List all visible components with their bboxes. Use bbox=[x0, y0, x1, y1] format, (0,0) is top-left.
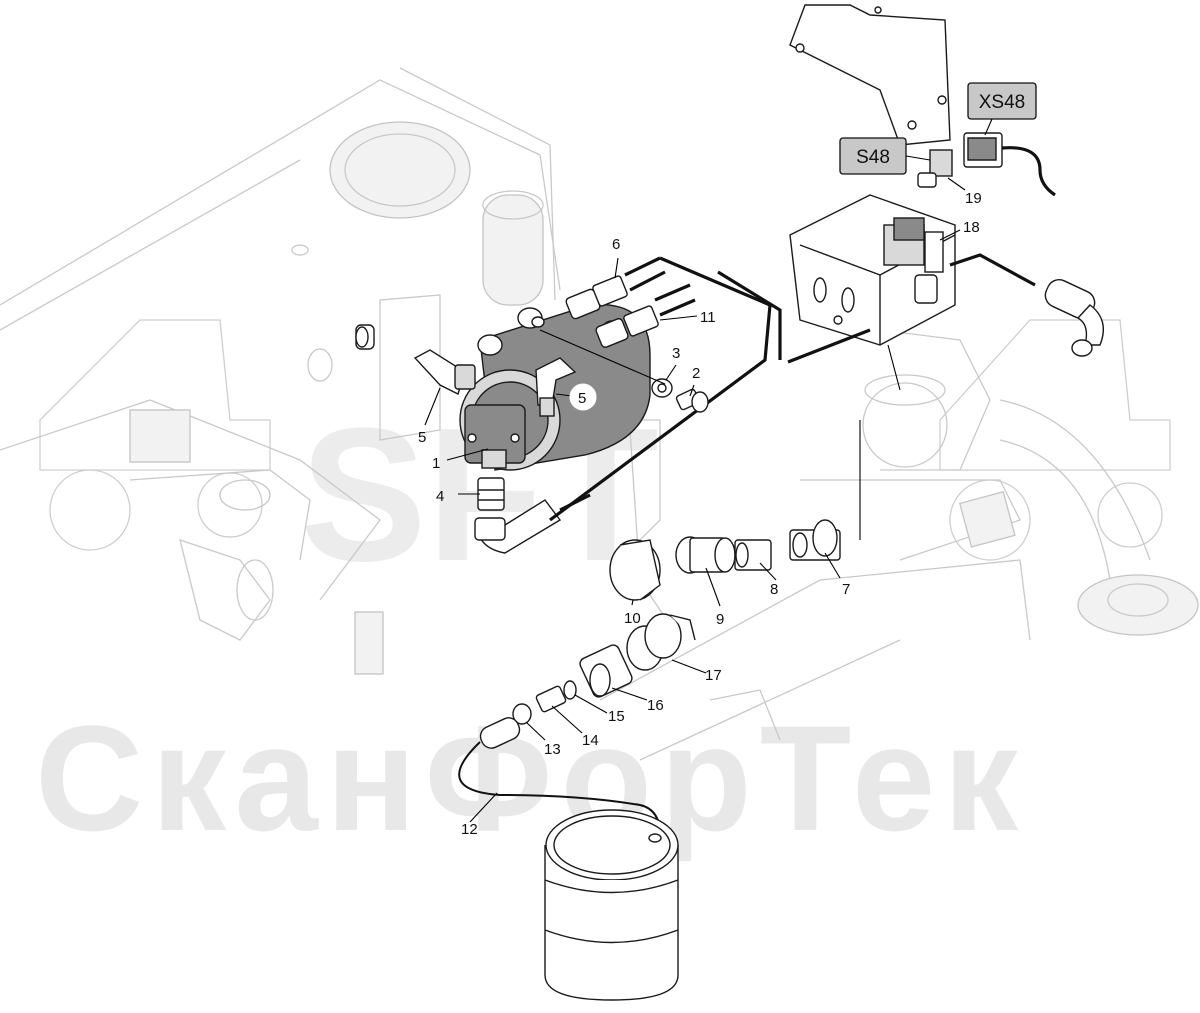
chassis-frame bbox=[0, 67, 1199, 761]
switch-tag-s48-text: S48 bbox=[856, 147, 890, 168]
callout-numbers: 1 2 3 4 5 5 6 7 8 9 10 11 12 13 14 15 16… bbox=[418, 190, 982, 838]
callout-1: 1 bbox=[432, 455, 440, 472]
washer-3 bbox=[651, 378, 673, 398]
callout-5-left: 5 bbox=[418, 429, 426, 446]
callout-10: 10 bbox=[624, 610, 641, 627]
quick-coupler-9 bbox=[675, 536, 736, 574]
hose-6 bbox=[565, 256, 666, 320]
relay-block bbox=[883, 217, 944, 304]
callout-11: 11 bbox=[700, 309, 716, 326]
callout-3: 3 bbox=[672, 345, 680, 362]
hydraulic-line bbox=[549, 253, 1036, 522]
oil-container bbox=[544, 809, 679, 1001]
fitting-14 bbox=[535, 685, 567, 713]
wire-harness bbox=[1001, 146, 1056, 197]
adapter-8 bbox=[734, 539, 772, 571]
elbow-fitting-right bbox=[535, 357, 577, 417]
callout-7: 7 bbox=[842, 581, 850, 598]
callout-5-right: 5 bbox=[569, 383, 597, 411]
callout-16: 16 bbox=[647, 697, 664, 714]
seal-15 bbox=[563, 680, 577, 700]
switch-tag-s48: S48 bbox=[839, 137, 907, 175]
straight-union bbox=[477, 477, 505, 511]
watermark-company: СканФорТек bbox=[35, 694, 1026, 862]
elbow-fitting-left bbox=[413, 349, 476, 395]
callout-9: 9 bbox=[716, 611, 724, 628]
connector-tag-xs48-text: XS48 bbox=[979, 92, 1025, 113]
callout-2: 2 bbox=[692, 365, 700, 382]
gear-pump-assembly bbox=[459, 303, 651, 471]
callout-14: 14 bbox=[582, 732, 599, 749]
plug-fitting bbox=[355, 324, 375, 350]
nipple-7 bbox=[789, 519, 841, 561]
clamp-13 bbox=[512, 703, 532, 725]
coupler-16 bbox=[579, 644, 633, 698]
callout-13: 13 bbox=[544, 741, 561, 758]
callout-6: 6 bbox=[612, 236, 620, 253]
callout-19: 19 bbox=[965, 190, 982, 207]
callout-15: 15 bbox=[608, 708, 625, 725]
bolt-2 bbox=[675, 388, 709, 413]
callout-17: 17 bbox=[705, 667, 722, 684]
connector-tag-xs48: XS48 bbox=[967, 82, 1037, 120]
cap-17 bbox=[626, 613, 696, 671]
leader-lines bbox=[424, 177, 966, 823]
hose-right bbox=[1044, 278, 1104, 357]
dust-cap-10 bbox=[609, 539, 661, 601]
callout-18: 18 bbox=[963, 219, 980, 236]
callout-8: 8 bbox=[770, 581, 778, 598]
callout-12: 12 bbox=[461, 821, 478, 838]
pressure-switch bbox=[917, 132, 1003, 188]
switch-bracket-upper bbox=[789, 4, 951, 146]
callout-4: 4 bbox=[436, 488, 444, 505]
callout-5-right-text: 5 bbox=[578, 390, 586, 407]
hose-11 bbox=[595, 283, 696, 348]
test-hose-12 bbox=[458, 717, 662, 841]
